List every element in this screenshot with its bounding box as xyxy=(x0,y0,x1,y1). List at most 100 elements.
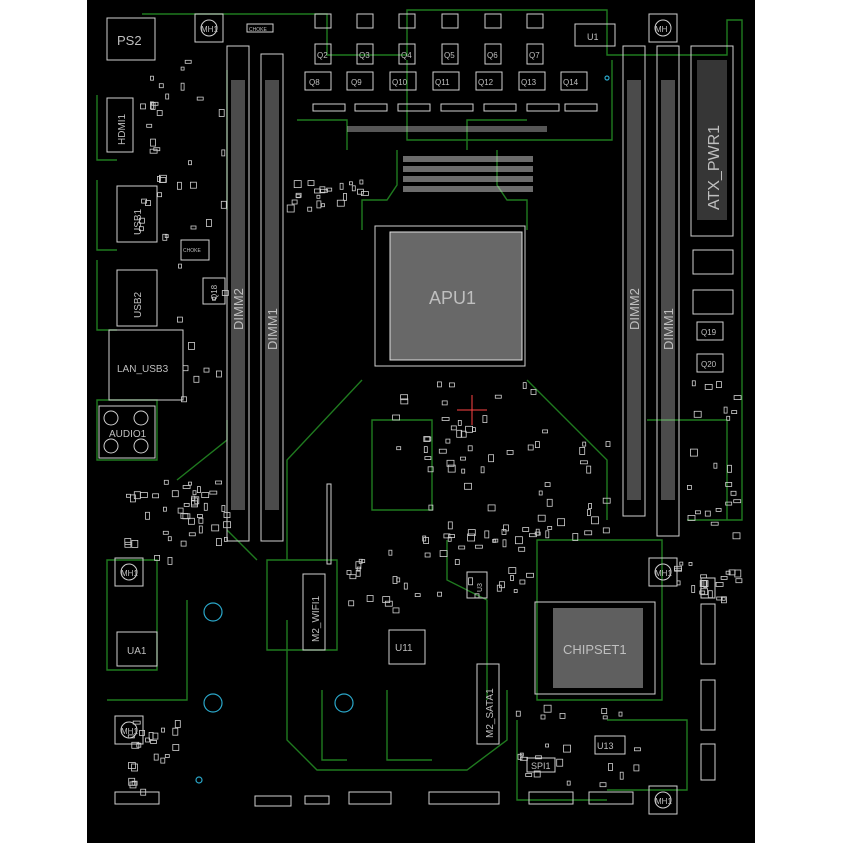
smd-pad xyxy=(533,770,541,778)
smd-pad xyxy=(457,419,462,426)
smd-pad xyxy=(563,744,571,753)
mounting-hole-top-right[interactable]: MH xyxy=(648,13,678,43)
crosshair-cursor xyxy=(457,395,487,425)
spi-header[interactable]: SPI1 xyxy=(526,757,556,773)
smd-pad xyxy=(198,517,204,524)
smd-pad xyxy=(295,194,301,199)
smd-pad xyxy=(733,395,742,401)
q-label: Q18 xyxy=(210,284,219,300)
smd-pad xyxy=(467,445,473,452)
choke-top[interactable]: CHOKE xyxy=(246,23,274,33)
hdmi-label: HDMI1 xyxy=(117,113,128,145)
smd-pad xyxy=(695,510,701,515)
smd-pad xyxy=(131,540,139,548)
smd-pad xyxy=(215,480,223,485)
smd-pad xyxy=(152,732,159,740)
smd-pad xyxy=(704,510,711,517)
smd-pad xyxy=(355,569,361,577)
u11-chip[interactable]: U11 xyxy=(388,629,426,665)
smd-pad xyxy=(557,518,566,527)
dimm-slot-left-a[interactable]: DIMM2 xyxy=(226,45,250,542)
usb2-connector[interactable]: USB2 xyxy=(116,269,158,327)
atx-power-connector[interactable]: ATX_PWR1 Q19 Q20 xyxy=(690,45,734,373)
q-label: Q3 xyxy=(359,51,370,60)
smd-pad xyxy=(139,217,145,224)
smd-pad xyxy=(456,429,463,438)
q-label: Q11 xyxy=(435,78,450,87)
mounting-hole-top-left[interactable]: MH1 xyxy=(194,13,224,43)
smd-pad xyxy=(731,410,738,415)
m2-wifi-slot[interactable]: M2_WIFI1 xyxy=(302,483,332,651)
smd-pad xyxy=(454,559,460,565)
smd-pad xyxy=(348,181,353,186)
mounting-hole-middle-left[interactable]: MH1 xyxy=(114,557,144,587)
smd-pad xyxy=(146,123,153,128)
audio1-connector[interactable]: AUDIO1 xyxy=(98,405,156,459)
mh-label: MH1 xyxy=(201,25,218,34)
smd-pad xyxy=(522,382,527,390)
smd-pad xyxy=(346,570,352,575)
smd-pad xyxy=(545,743,550,748)
smd-pad xyxy=(700,588,708,596)
smd-pad xyxy=(699,590,706,595)
smd-pad xyxy=(400,394,409,401)
mounting-hole-bottom-right[interactable]: MH1 xyxy=(648,785,678,815)
chipset[interactable]: CHIPSET1 xyxy=(534,601,656,695)
smd-pad xyxy=(515,710,521,717)
smd-pad xyxy=(124,541,132,548)
mh-label: MH1 xyxy=(655,797,672,806)
bottom-headers[interactable] xyxy=(114,791,634,807)
smd-pad xyxy=(728,569,736,576)
ua1-chip[interactable]: UA1 xyxy=(116,631,158,667)
smd-pad xyxy=(721,596,727,604)
smd-pad xyxy=(443,533,451,539)
dimm-slot-left-b[interactable]: DIMM1 xyxy=(260,53,284,542)
smd-pad xyxy=(348,600,355,607)
smd-pad xyxy=(182,513,191,520)
smd-pad xyxy=(716,596,723,601)
mh-label: MH1 xyxy=(121,569,138,578)
mounting-hole-bottom-left[interactable]: MH1 xyxy=(114,715,144,745)
smd-pad xyxy=(446,459,455,467)
smd-pad xyxy=(586,465,592,474)
usb1-connector[interactable]: USB1 xyxy=(116,185,158,243)
vrm-second-row[interactable]: Q8 Q9 Q10 Q11 Q12 Q13 Q14 xyxy=(304,71,598,112)
hdmi-connector[interactable]: HDMI1 xyxy=(106,97,134,153)
u13-chip[interactable]: U13 xyxy=(594,735,626,755)
smd-pad xyxy=(382,596,391,603)
smd-pad xyxy=(424,436,432,442)
pcb-board-view[interactable]: PS2 MH1 MH MH1 MH1 MH1 MH1 xyxy=(87,0,755,843)
smd-pad xyxy=(618,711,623,717)
smd-pad xyxy=(156,110,163,116)
smd-pad xyxy=(528,533,537,538)
smd-pad xyxy=(538,490,543,496)
dimm-slot-right-b[interactable]: DIMM1 xyxy=(656,45,680,537)
smd-pad xyxy=(499,581,505,589)
vrm-top-row[interactable]: Q2 Q3 Q4 Q5 Q6 Q7 U1 xyxy=(314,13,616,65)
smd-pad xyxy=(601,708,608,714)
smd-pad xyxy=(591,516,599,525)
apu-label: APU1 xyxy=(429,288,476,308)
smd-pad xyxy=(159,174,167,183)
m2-sata-slot[interactable]: M2_SATA1 xyxy=(476,663,500,745)
smd-pad xyxy=(461,468,466,474)
side-choke[interactable]: CHOKE Q18 xyxy=(180,239,226,305)
lan-usb3-connector[interactable]: LAN_USB3 xyxy=(108,329,184,401)
smd-pad xyxy=(124,538,132,545)
smd-pad xyxy=(474,544,483,549)
smd-pad xyxy=(218,109,225,117)
dimm-slot-right-a[interactable]: DIMM2 xyxy=(622,45,646,517)
smd-pad xyxy=(150,101,154,110)
smd-pad xyxy=(619,771,624,780)
mounting-hole-middle-right[interactable]: MH1 xyxy=(648,557,678,587)
smd-pad xyxy=(725,501,733,506)
smd-pad xyxy=(447,464,456,473)
smd-pad xyxy=(351,185,356,192)
apu-socket[interactable]: APU1 xyxy=(374,225,526,367)
ps2-connector[interactable]: PS2 xyxy=(106,17,156,61)
smd-pad xyxy=(525,773,533,777)
right-edge-headers[interactable] xyxy=(700,577,716,781)
smd-pad xyxy=(197,514,203,518)
smd-pad xyxy=(131,741,140,749)
spi-label: SPI1 xyxy=(531,761,551,771)
